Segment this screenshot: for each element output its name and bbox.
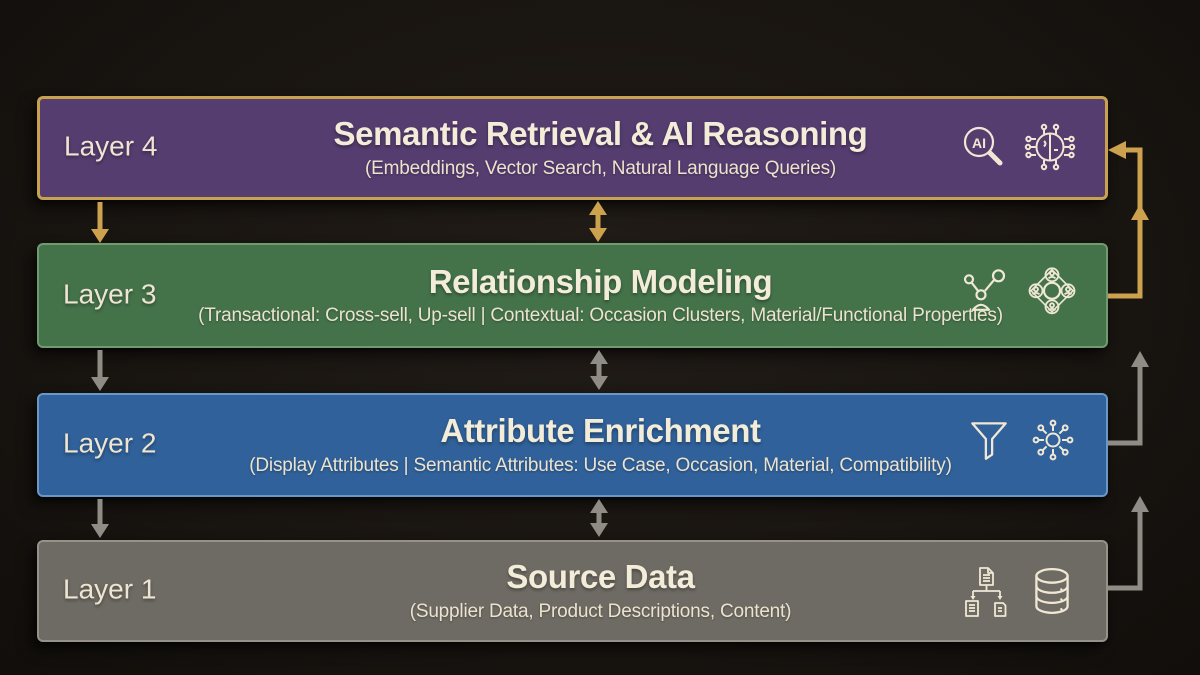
ai-search-icon: AI [957, 122, 1009, 174]
svg-text:AI: AI [972, 135, 986, 151]
ai-brain-circuit-icon [1023, 121, 1077, 175]
person-network-icon [962, 266, 1012, 314]
layer3-label: Layer 3 [63, 278, 157, 310]
layer1-title: Source Data [506, 558, 695, 596]
layer2-label: Layer 2 [63, 427, 157, 459]
layer1-box: Layer 1 Source Data (Supplier Data, Prod… [37, 540, 1108, 642]
database-icon [1026, 565, 1078, 617]
layer2-title: Attribute Enrichment [440, 412, 761, 450]
layer3-box: Layer 3 Relationship Modeling (Transacti… [37, 243, 1108, 348]
layer3-title: Relationship Modeling [428, 262, 773, 300]
layer4-subtitle: (Embeddings, Vector Search, Natural Lang… [364, 157, 836, 179]
layer1-label: Layer 1 [63, 573, 157, 605]
funnel-icon [964, 415, 1014, 465]
layer4-box: Layer 4 Semantic Retrieval & AI Reasonin… [37, 96, 1108, 200]
layer3-subtitle: (Transactional: Cross-sell, Up-sell | Co… [198, 305, 1003, 327]
layer2-box: Layer 2 Attribute Enrichment (Display At… [37, 393, 1108, 497]
people-cluster-icon [1026, 264, 1078, 316]
layer4-title: Semantic Retrieval & AI Reasoning [333, 115, 868, 153]
layer2-subtitle: (Display Attributes | Semantic Attribute… [249, 454, 952, 476]
hub-spoke-icon [1028, 415, 1078, 465]
layer1-subtitle: (Supplier Data, Product Descriptions, Co… [409, 600, 792, 622]
document-flow-icon [960, 565, 1012, 617]
layer4-label: Layer 4 [64, 130, 158, 162]
